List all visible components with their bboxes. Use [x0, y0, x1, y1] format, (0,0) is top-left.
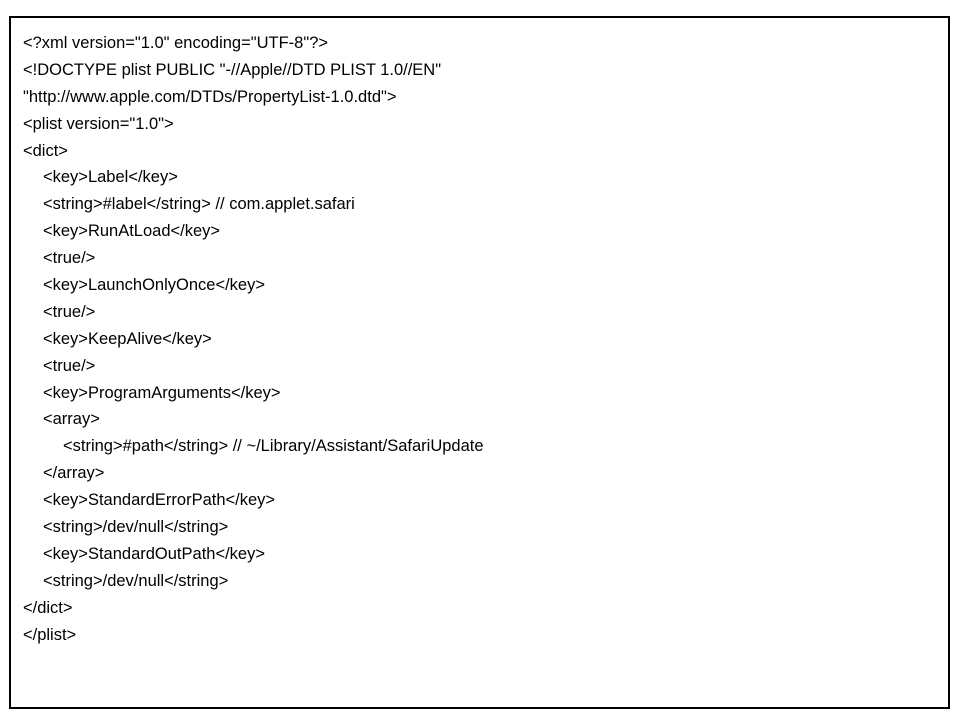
code-line: <key>StandardErrorPath</key> — [43, 491, 276, 510]
code-line: <?xml version="1.0" encoding="UTF-8"?> — [23, 34, 329, 52]
code-listing-box: <?xml version="1.0" encoding="UTF-8"?> <!… — [9, 16, 950, 709]
code-line: <key>StandardOutPath</key> — [43, 544, 265, 563]
code-line: </plist> — [23, 625, 77, 644]
code-line: </array> — [43, 464, 105, 483]
code-line: <string>#label</string> // com.applet.sa… — [43, 195, 355, 214]
code-line: <string>/dev/null</string> — [43, 571, 229, 590]
code-line: <key>LaunchOnlyOnce</key> — [43, 276, 265, 295]
code-line: <key>ProgramArguments</key> — [43, 383, 281, 402]
code-line: <plist version="1.0"> — [23, 114, 174, 133]
code-line: <true/> — [43, 249, 96, 268]
code-lines: <?xml version="1.0" encoding="UTF-8"?> <!… — [23, 30, 484, 648]
code-line: <key>KeepAlive</key> — [43, 329, 212, 348]
code-line: <key>RunAtLoad</key> — [43, 222, 221, 241]
code-line: <!DOCTYPE plist PUBLIC "-//Apple//DTD PL… — [23, 60, 442, 79]
code-line: <true/> — [43, 356, 96, 375]
code-line: <dict> — [23, 141, 68, 160]
code-line: <key>Label</key> — [43, 168, 178, 187]
code-line: "http://www.apple.com/DTDs/PropertyList-… — [23, 87, 397, 106]
code-line: <string>/dev/null</string> — [43, 518, 229, 537]
code-line: </dict> — [23, 598, 73, 617]
code-line: <true/> — [43, 302, 96, 321]
code-line: <string>#path</string> // ~/Library/Assi… — [63, 437, 484, 456]
code-line: <array> — [43, 410, 100, 429]
